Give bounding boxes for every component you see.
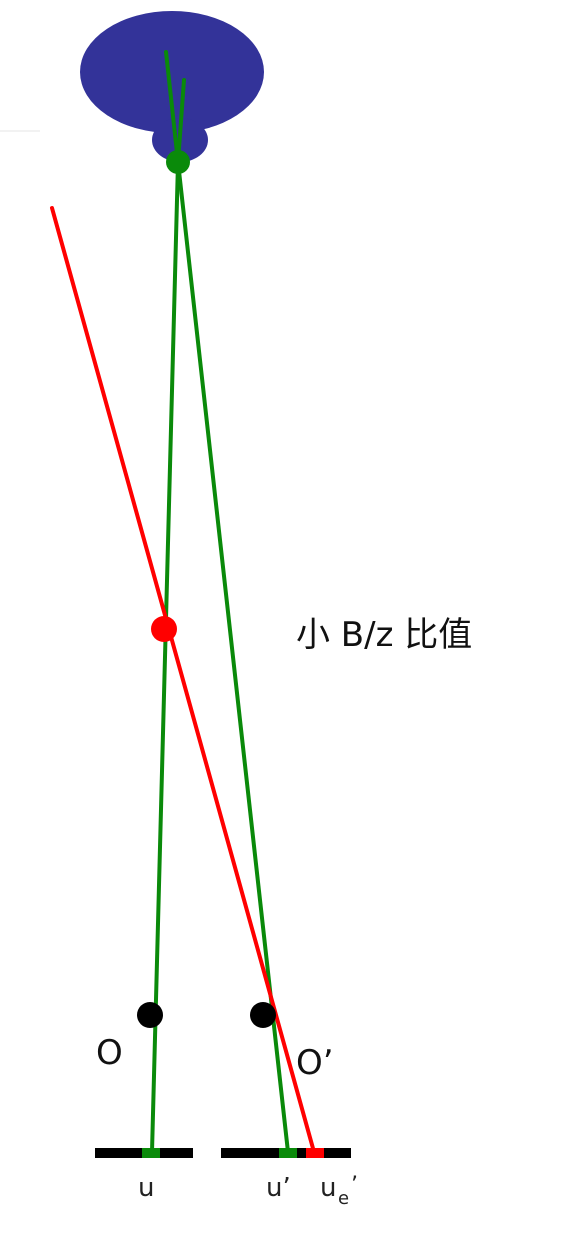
true-point-marker <box>166 150 190 174</box>
label-u: u <box>138 1173 154 1203</box>
green-ray-tail-right <box>176 78 186 164</box>
camera-center-left <box>137 1002 163 1028</box>
svg-text:u: u <box>320 1173 336 1203</box>
svg-text:e: e <box>338 1188 349 1209</box>
red-ray <box>50 206 316 1154</box>
svg-text:’: ’ <box>351 1173 358 1198</box>
green-ray-left <box>150 160 180 1154</box>
estimated-point-marker <box>151 616 177 642</box>
label-ue-prime: u e ’ <box>320 1173 358 1209</box>
label-u-prime: u’ <box>266 1173 291 1203</box>
green-ray-tail-left <box>164 50 180 164</box>
label-left-center: O <box>96 1033 123 1073</box>
label-right-center: O’ <box>296 1043 334 1083</box>
camera-center-right <box>250 1002 276 1028</box>
object-blob <box>80 11 264 162</box>
caption-small-b-z-ratio: 小 B/z 比值 <box>296 615 472 655</box>
